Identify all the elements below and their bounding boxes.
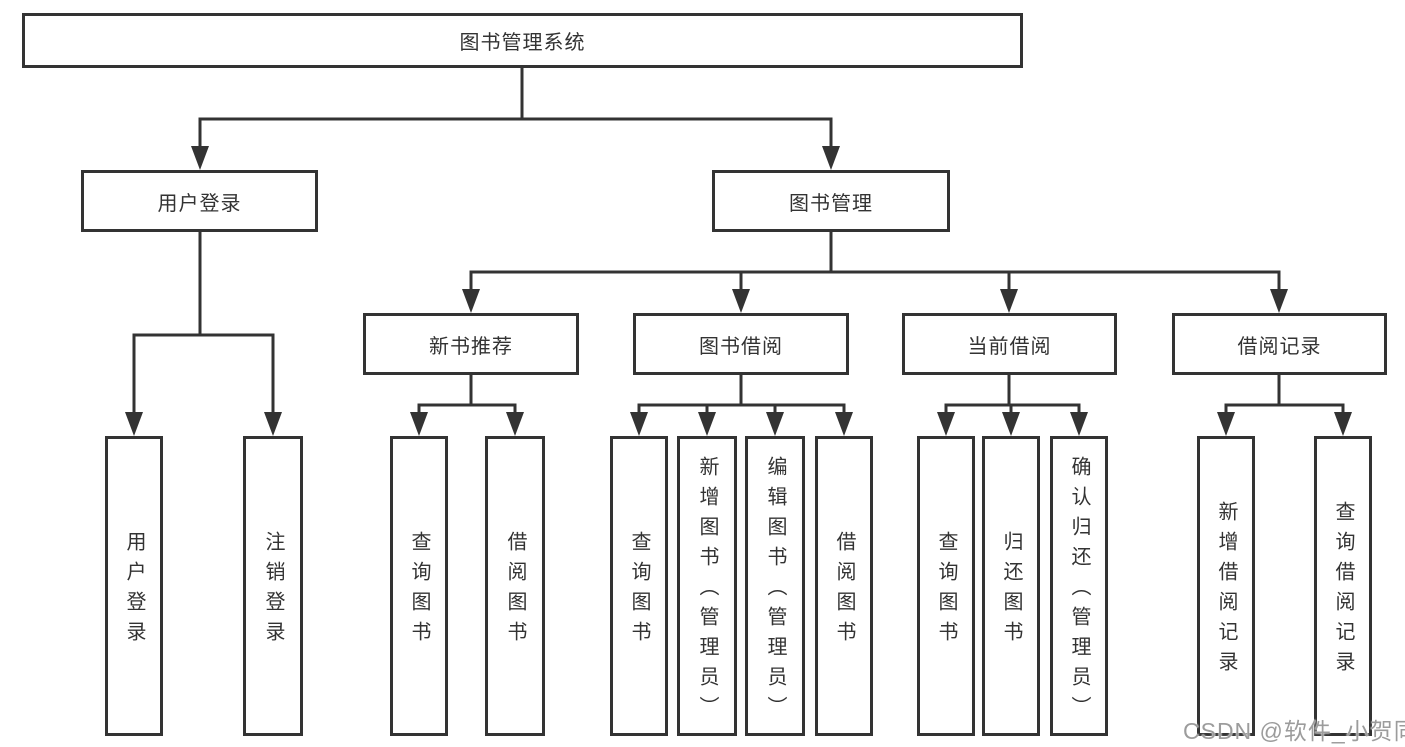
leaf-query-books-recommend: 查询图书 xyxy=(390,436,448,736)
leaf-confirm-return-admin: 确认归还（管理员） xyxy=(1050,436,1108,736)
leaf-query-books-current-label: 查询图书 xyxy=(935,531,957,651)
node-new-book-recommendation: 新书推荐 xyxy=(363,313,579,375)
leaf-borrow-books-recommend: 借阅图书 xyxy=(485,436,545,736)
node-current-borrowing-label: 当前借阅 xyxy=(967,335,1052,358)
node-book-management-label: 图书管理 xyxy=(789,192,873,215)
leaf-borrow-books: 借阅图书 xyxy=(815,436,873,736)
leaf-borrow-books-label: 借阅图书 xyxy=(833,531,855,651)
node-borrowing-records: 借阅记录 xyxy=(1172,313,1387,375)
leaf-query-books-current: 查询图书 xyxy=(917,436,975,736)
arrowheads xyxy=(125,146,1352,436)
leaf-logout: 注销登录 xyxy=(243,436,303,736)
node-current-borrowing: 当前借阅 xyxy=(902,313,1117,375)
leaf-edit-books-admin-label: 编辑图书（管理员） xyxy=(764,456,786,726)
leaf-query-books-borrowing-label: 查询图书 xyxy=(628,531,650,651)
watermark: CSDN @软件_小贺同学 xyxy=(1183,718,1405,744)
leaf-return-books: 归还图书 xyxy=(982,436,1040,736)
leaf-add-books-admin-label: 新增图书（管理员） xyxy=(696,456,718,726)
leaf-add-books-admin: 新增图书（管理员） xyxy=(677,436,737,736)
leaf-edit-books-admin: 编辑图书（管理员） xyxy=(745,436,805,736)
leaf-add-borrow-record: 新增借阅记录 xyxy=(1197,436,1255,736)
leaf-query-borrow-record: 查询借阅记录 xyxy=(1314,436,1372,736)
node-book-borrowing-label: 图书借阅 xyxy=(699,335,783,358)
node-book-management: 图书管理 xyxy=(712,170,950,232)
node-new-book-recommendation-label: 新书推荐 xyxy=(429,335,513,358)
node-book-borrowing: 图书借阅 xyxy=(633,313,849,375)
leaf-query-books-borrowing: 查询图书 xyxy=(610,436,668,736)
node-user-login: 用户登录 xyxy=(81,170,318,232)
leaf-borrow-books-recommend-label: 借阅图书 xyxy=(504,531,526,651)
leaf-user-login-label: 用户登录 xyxy=(123,531,145,651)
leaf-query-books-recommend-label: 查询图书 xyxy=(408,531,430,651)
leaf-confirm-return-admin-label: 确认归还（管理员） xyxy=(1068,456,1090,726)
leaf-user-login: 用户登录 xyxy=(105,436,163,736)
leaf-logout-label: 注销登录 xyxy=(262,531,284,651)
leaf-add-borrow-record-label: 新增借阅记录 xyxy=(1215,501,1237,681)
leaf-return-books-label: 归还图书 xyxy=(1000,531,1022,651)
node-borrowing-records-label: 借阅记录 xyxy=(1237,335,1322,358)
node-root: 图书管理系统 xyxy=(22,13,1023,68)
leaf-query-borrow-record-label: 查询借阅记录 xyxy=(1332,501,1354,681)
node-root-label: 图书管理系统 xyxy=(459,32,586,54)
node-user-login-label: 用户登录 xyxy=(157,192,242,215)
